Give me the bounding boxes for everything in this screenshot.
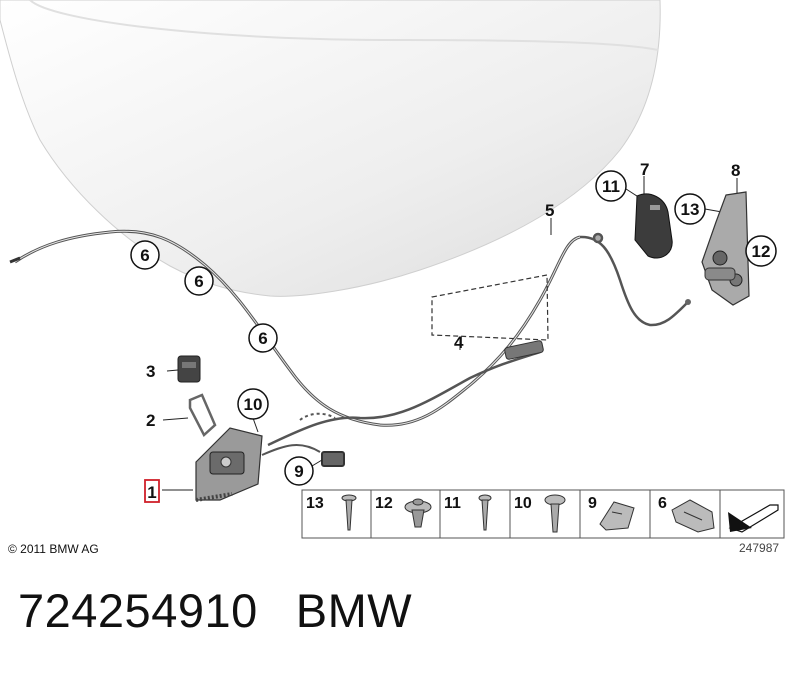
callout-7: 7 <box>640 160 649 179</box>
part-7-handle <box>634 193 673 259</box>
part-2-spring <box>188 393 217 438</box>
nut-9-icon <box>599 501 635 531</box>
bowden-cable-9 <box>261 412 345 467</box>
legend-label-9: 9 <box>588 495 597 512</box>
screw-13-icon <box>341 494 357 531</box>
bowden-cable-4 <box>267 340 544 447</box>
svg-text:11: 11 <box>602 177 620 196</box>
panel-arrow-icon <box>728 504 779 533</box>
callout-11: 11 <box>595 170 627 202</box>
brand-name: BMW <box>295 584 413 637</box>
callout-1-highlight: 1 <box>144 479 160 503</box>
legend-label-10: 10 <box>514 495 532 512</box>
fastener-legend: 13 12 11 10 9 6 <box>301 489 785 539</box>
callout-6b: 6 <box>184 266 214 296</box>
callout-5: 5 <box>545 201 554 220</box>
cable-section-bracket <box>431 274 549 341</box>
footer-caption: 724254910 BMW <box>18 583 412 638</box>
svg-text:6: 6 <box>258 329 267 348</box>
hood-panel <box>0 0 661 297</box>
callout-12: 12 <box>745 235 777 267</box>
callout-13: 13 <box>674 193 706 225</box>
svg-text:12: 12 <box>752 242 771 261</box>
callout-10: 10 <box>237 388 269 420</box>
svg-text:13: 13 <box>681 200 700 219</box>
svg-text:1: 1 <box>147 483 156 502</box>
legend-label-11: 11 <box>444 495 461 512</box>
callout-2: 2 <box>146 411 155 430</box>
cable-end-left <box>9 256 21 264</box>
part-1-latch <box>195 427 263 502</box>
copyright-text: © 2011 BMW AG <box>8 542 99 556</box>
callout-6c: 6 <box>248 323 278 353</box>
cable-end-right <box>685 299 691 305</box>
callout-9: 9 <box>284 456 314 486</box>
diagram-number: 247987 <box>739 541 780 555</box>
legend-label-13: 13 <box>306 495 324 512</box>
part-3-clip <box>177 355 201 383</box>
svg-text:10: 10 <box>244 395 263 414</box>
bowden-cable-6 <box>14 229 581 427</box>
bowden-cable-5 <box>579 232 689 327</box>
screw-11-icon <box>478 494 492 531</box>
legend-label-12: 12 <box>375 495 393 512</box>
clip-6-icon <box>671 499 715 533</box>
svg-text:6: 6 <box>194 272 203 291</box>
svg-text:9: 9 <box>294 462 303 481</box>
part-number: 724254910 <box>18 584 258 637</box>
callout-4: 4 <box>454 333 464 352</box>
screw-10-icon <box>544 494 566 533</box>
callout-6a: 6 <box>130 240 160 270</box>
callout-3: 3 <box>146 362 155 381</box>
callout-8: 8 <box>731 161 740 180</box>
part-8-catch <box>701 191 750 306</box>
screw-12-icon <box>404 498 432 528</box>
legend-label-6: 6 <box>658 495 667 512</box>
svg-text:6: 6 <box>140 246 149 265</box>
